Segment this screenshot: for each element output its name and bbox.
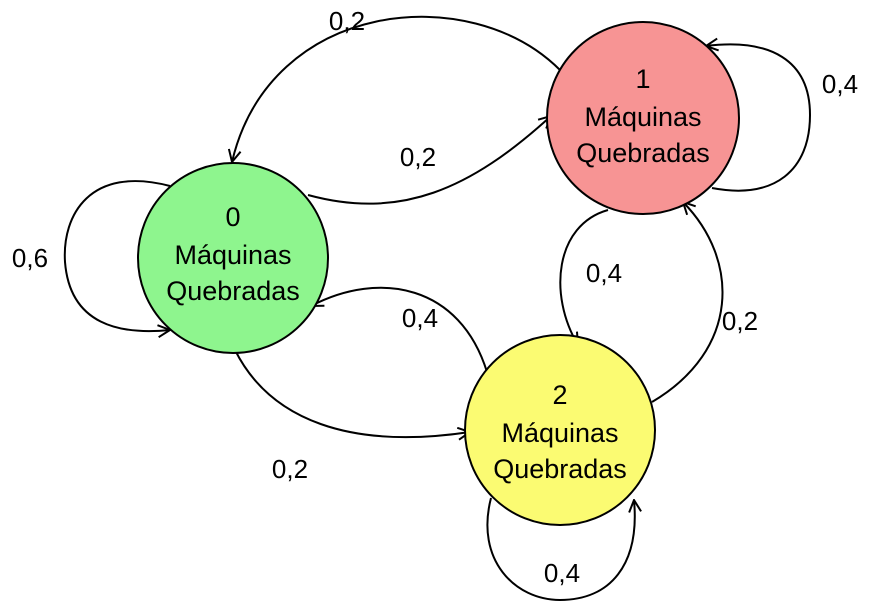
state-2-number: 2 — [552, 380, 567, 410]
state-0-node: 0 Máquinas Quebradas — [137, 162, 329, 354]
edge-state0-self-loop — [63, 180, 170, 331]
state-2-line2: Quebradas — [493, 454, 627, 484]
edge-state1-self-loop — [706, 44, 812, 192]
label-state2-to-state1: 0,2 — [722, 306, 758, 336]
label-state0-self-loop: 0,6 — [12, 243, 48, 273]
edge-state2-self-loop — [486, 497, 634, 602]
label-state2-to-state0: 0,4 — [402, 303, 438, 333]
label-state1-to-state0: 0,2 — [329, 6, 365, 36]
state-1-circle — [546, 21, 740, 215]
label-state0-to-state2: 0,2 — [272, 454, 308, 484]
edge-state0-to-state2 — [234, 349, 470, 437]
state-1-line2: Quebradas — [576, 138, 710, 168]
edge-state1-to-state2 — [559, 209, 609, 345]
state-0-line1: Máquinas — [174, 240, 291, 270]
state-2-circle — [464, 334, 656, 526]
edge-state1-to-state0 — [232, 15, 561, 162]
state-1-line1: Máquinas — [584, 102, 701, 132]
state-0-number: 0 — [225, 202, 240, 232]
state-2-line1: Máquinas — [501, 418, 618, 448]
state-0-line2: Quebradas — [166, 276, 300, 306]
edge-state2-to-state1 — [651, 202, 724, 403]
state-1-number: 1 — [635, 64, 650, 94]
state-0-circle — [137, 162, 329, 354]
label-state1-self-loop: 0,4 — [822, 69, 858, 99]
state-1-node: 1 Máquinas Quebradas — [546, 21, 740, 215]
label-state0-to-state1: 0,2 — [400, 142, 436, 172]
edge-state2-to-state0 — [311, 286, 488, 373]
edge-state0-to-state1 — [307, 116, 551, 205]
label-state2-self-loop: 0,4 — [544, 558, 580, 588]
state-2-node: 2 Máquinas Quebradas — [464, 334, 656, 526]
label-state1-to-state2: 0,4 — [586, 258, 622, 288]
